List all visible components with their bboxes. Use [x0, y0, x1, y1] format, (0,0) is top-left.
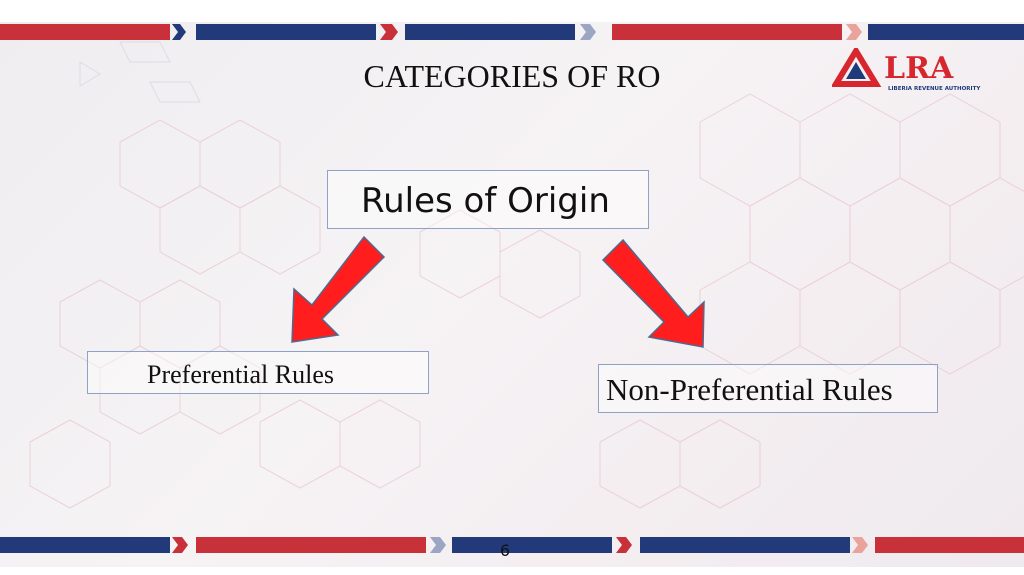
arrow-to-preferential	[291, 235, 386, 343]
page-number: 6	[499, 541, 511, 560]
arrow-to-non-preferential	[601, 238, 705, 348]
svg-text:LIBERIA REVENUE AUTHORITY: LIBERIA REVENUE AUTHORITY	[888, 86, 981, 92]
rules-of-origin-box: Rules of Origin	[327, 170, 649, 229]
non-preferential-rules-box: Non-Preferential Rules	[598, 364, 938, 413]
diagram-arrows	[291, 235, 705, 348]
hexagon-background-pattern	[29, 41, 1024, 509]
bottom-decorative-stripe	[0, 537, 1024, 553]
slide-title: CATEGORIES OF RO	[363, 58, 661, 94]
preferential-rules-box: Preferential Rules	[87, 351, 429, 394]
top-decorative-stripe	[0, 24, 1024, 40]
lra-logo: LRA LIBERIA REVENUE AUTHORITY	[832, 48, 981, 92]
rules-of-origin-label: Rules of Origin	[361, 181, 610, 221]
slide: CATEGORIES OF RO LRA LIBERIA REVENUE AUT…	[0, 22, 1024, 567]
non-preferential-rules-label: Non-Preferential Rules	[606, 372, 893, 407]
preferential-rules-label: Preferential Rules	[147, 360, 334, 389]
svg-text:LRA: LRA	[884, 51, 954, 86]
